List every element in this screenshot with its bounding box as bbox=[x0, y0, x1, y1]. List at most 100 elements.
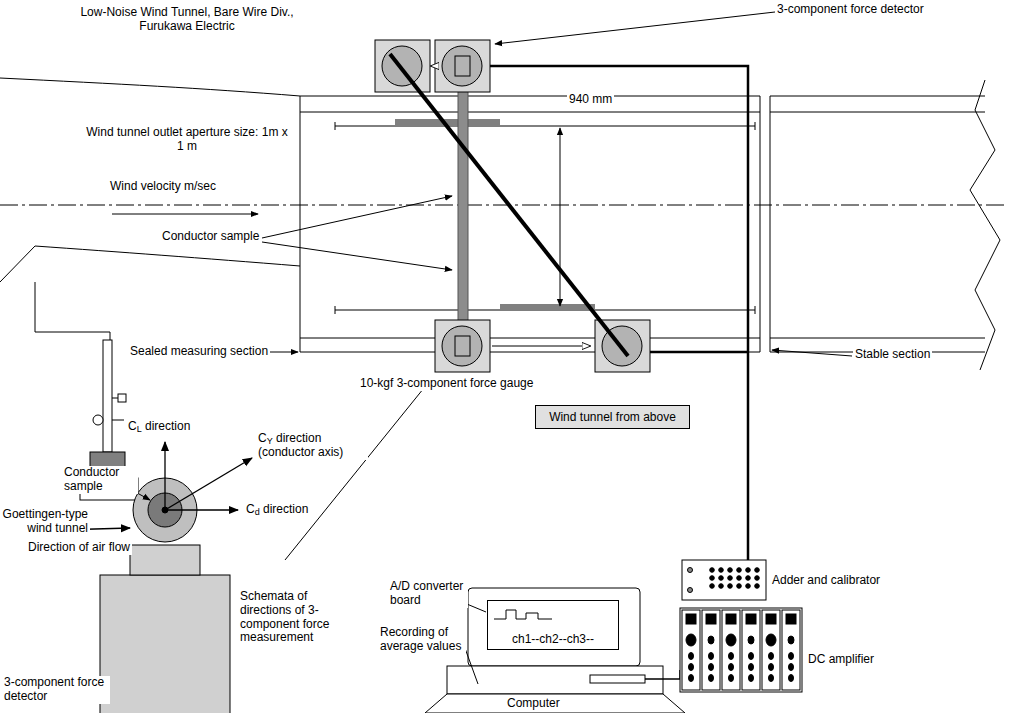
part-label: Stable section bbox=[853, 348, 932, 362]
move-arrow bbox=[492, 346, 590, 347]
direction-label: Cd direction bbox=[244, 503, 310, 517]
amplifier-module bbox=[722, 610, 740, 690]
dc-amplifier bbox=[680, 608, 802, 692]
leader-line bbox=[262, 242, 452, 270]
adder-knob bbox=[755, 568, 760, 573]
adder-knob bbox=[737, 584, 742, 589]
adder-knob bbox=[755, 576, 760, 581]
caption-box: Wind tunnel from above bbox=[535, 405, 690, 429]
leader-line bbox=[262, 196, 452, 238]
adder-knob bbox=[746, 568, 751, 573]
force-gauge bbox=[455, 336, 470, 356]
amplifier-knob bbox=[726, 634, 736, 646]
adder-knob bbox=[719, 584, 724, 589]
force-gauge bbox=[435, 320, 490, 372]
adder-knob bbox=[688, 568, 693, 573]
amplifier-module bbox=[682, 610, 700, 690]
amplifier-meter bbox=[726, 614, 736, 624]
amplifier-knob bbox=[709, 675, 714, 682]
amplifier-module bbox=[702, 610, 720, 690]
pressure-tube bbox=[35, 282, 110, 400]
part-label: 3-component force detector bbox=[775, 3, 926, 17]
flow-label: Direction of air flow bbox=[26, 541, 132, 555]
signal-trace bbox=[494, 607, 554, 621]
leader-line bbox=[772, 350, 852, 356]
monitor-screen: ch1--ch2--ch3-- bbox=[487, 600, 619, 650]
note-label: Schemata of directions of 3-component fo… bbox=[238, 590, 350, 645]
amplifier-knob bbox=[769, 664, 774, 671]
end-plate bbox=[500, 304, 595, 310]
amplifier-meter bbox=[766, 614, 776, 624]
leader-line bbox=[285, 378, 432, 560]
part-label: Recording of average values bbox=[378, 626, 466, 654]
amplifier-knob bbox=[769, 653, 774, 660]
nozzle-outline bbox=[0, 246, 300, 282]
detector-body bbox=[100, 575, 230, 713]
force-detector bbox=[435, 40, 490, 92]
centre-line bbox=[0, 205, 1005, 206]
part-label: Computer bbox=[505, 697, 562, 711]
amplifier-knob bbox=[748, 636, 754, 644]
stable-section-wall bbox=[770, 96, 985, 352]
force-gauge bbox=[442, 326, 482, 366]
amplifier-knob bbox=[689, 653, 694, 660]
amplifier-knob bbox=[789, 653, 794, 660]
leader-line bbox=[495, 12, 775, 44]
nozzle-outline bbox=[0, 78, 300, 96]
adder-knob bbox=[755, 584, 760, 589]
adder-knob bbox=[710, 568, 715, 573]
adder-knob bbox=[737, 576, 742, 581]
adder-knob bbox=[728, 584, 733, 589]
move-arrow bbox=[431, 66, 434, 67]
amplifier-knob bbox=[789, 675, 794, 682]
node-text: Wind tunnel from above bbox=[542, 410, 683, 424]
amplifier-knob bbox=[749, 664, 754, 671]
amplifier-meter bbox=[686, 614, 696, 624]
amplifier-knob bbox=[789, 664, 794, 671]
computer-case bbox=[447, 666, 663, 694]
node-text: ch1--ch2--ch3-- bbox=[494, 632, 612, 646]
detector-body bbox=[130, 545, 200, 575]
adder-calibrator bbox=[682, 560, 766, 600]
heading-label: Low-Noise Wind Tunnel, Bare Wire Div., F… bbox=[60, 6, 314, 34]
adder-knob bbox=[746, 576, 751, 581]
adder-knob bbox=[719, 568, 724, 573]
direction-label: CY direction (conductor axis) bbox=[256, 432, 368, 460]
amplifier-knob bbox=[769, 675, 774, 682]
data-cable bbox=[645, 670, 680, 679]
amplifier-knob bbox=[729, 664, 734, 671]
amplifier-knob bbox=[708, 636, 714, 644]
amplifier-knob bbox=[766, 634, 776, 646]
tunnel-wall bbox=[300, 96, 770, 352]
manometer-tube bbox=[103, 340, 112, 452]
part-label: Conductor sample bbox=[62, 466, 138, 494]
adder-knob bbox=[737, 568, 742, 573]
monitor bbox=[468, 588, 640, 666]
break-line bbox=[970, 80, 1000, 370]
signal-cable bbox=[490, 66, 748, 560]
amplifier-meter bbox=[746, 614, 756, 624]
adder-knob bbox=[710, 576, 715, 581]
part-label: Goettingen-type wind tunnel bbox=[0, 508, 90, 536]
amplifier-knob bbox=[749, 675, 754, 682]
amplifier-knob bbox=[749, 653, 754, 660]
direction-label: CL direction bbox=[126, 420, 192, 434]
direction-arrow bbox=[164, 442, 165, 510]
adder-knob bbox=[728, 568, 733, 573]
direction-arrow bbox=[165, 509, 238, 510]
amplifier-knob bbox=[689, 675, 694, 682]
amplifier-knob bbox=[686, 634, 696, 646]
note-label: Wind tunnel outlet aperture size: 1m x 1… bbox=[80, 126, 294, 154]
part-label: Conductor sample bbox=[160, 230, 261, 244]
amplifier-knob bbox=[729, 675, 734, 682]
amplifier-meter bbox=[786, 614, 796, 624]
part-label: Adder and calibrator bbox=[770, 574, 894, 588]
amplifier-knob bbox=[709, 664, 714, 671]
part-label: Sealed measuring section bbox=[128, 345, 270, 359]
flow-arrow bbox=[112, 214, 258, 215]
amplifier-module bbox=[762, 610, 780, 690]
tunnel-wall bbox=[300, 96, 760, 352]
force-detector bbox=[455, 56, 470, 76]
adder-knob bbox=[688, 588, 693, 593]
part-label: 3-component force detector bbox=[2, 676, 110, 704]
